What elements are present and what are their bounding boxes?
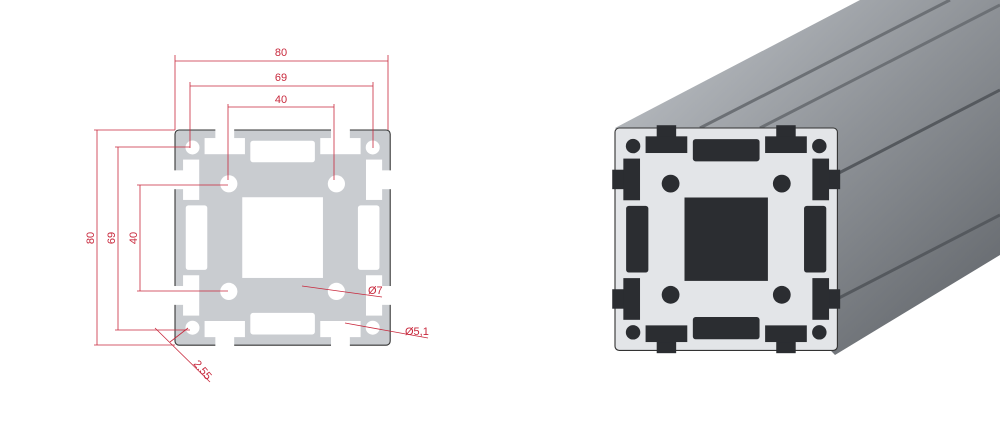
- profile-cross-section: [172, 127, 393, 348]
- dim-label-height-40: 40: [128, 232, 140, 244]
- dim-width-80: [174, 55, 389, 130]
- dim-height-80: [94, 129, 175, 346]
- dim-label-wall: 2.55: [191, 358, 214, 382]
- dim-bore-diameter: [301, 285, 383, 298]
- profile-3d-render: [612, 0, 1000, 355]
- dim-wall-thickness: [154, 327, 211, 383]
- profile-front-face: [612, 125, 840, 353]
- dim-label-width-69: 69: [275, 72, 287, 84]
- dim-height-69: [115, 146, 190, 331]
- dim-label-width-40: 40: [275, 94, 287, 106]
- dim-width-69: [189, 82, 374, 148]
- dim-width-40: [227, 104, 335, 180]
- dim-label-corner-hole: Ø5,1: [405, 326, 429, 338]
- dim-label-height-80: 80: [85, 232, 97, 244]
- dim-label-bore: Ø7: [368, 285, 383, 297]
- dim-height-40: [137, 184, 228, 292]
- dim-label-width-80: 80: [275, 47, 287, 59]
- technical-drawing: 80 69 40 80 69 40 Ø7 Ø5,1: [85, 47, 429, 382]
- dim-label-height-69: 69: [106, 232, 118, 244]
- dim-corner-hole-diameter: [344, 322, 429, 339]
